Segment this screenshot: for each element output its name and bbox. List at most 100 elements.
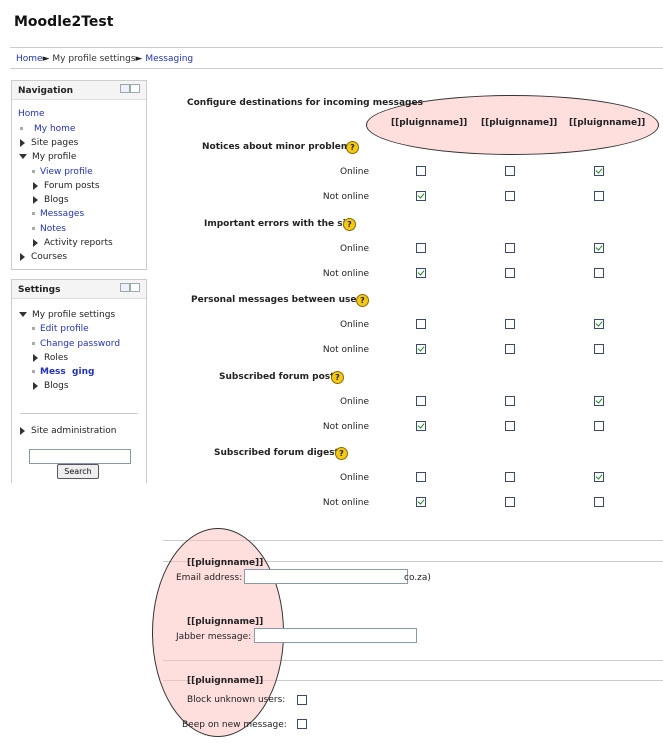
online-label: Online [339,167,369,177]
online-checkbox[interactable] [594,472,604,482]
offline-checkbox[interactable] [505,421,515,431]
nav-forum-posts-label: Forum posts [44,181,100,191]
offline-checkbox[interactable] [416,421,426,431]
dock-icon[interactable] [120,283,130,292]
nav-blogs[interactable]: Blogs [33,195,69,205]
bullet-icon [20,127,23,130]
settings-change-password[interactable]: Change password [32,339,120,349]
online-checkbox[interactable] [505,243,515,253]
offline-checkbox[interactable] [505,344,515,354]
email-address-input[interactable] [244,569,408,584]
email-plugin-title: [[pluignname]] [187,558,264,568]
expand-arrow-icon [33,353,38,362]
collapse-icon[interactable] [130,283,140,292]
email-address-label: Email address: [176,573,243,583]
breadcrumb-home[interactable]: Home [16,54,43,64]
collapse-icon[interactable] [130,84,140,93]
offline-checkbox[interactable] [416,344,426,354]
help-icon[interactable]: ? [343,218,356,231]
help-icon[interactable]: ? [335,447,348,460]
jabber-message-input[interactable] [254,628,417,643]
bullet-icon [32,342,35,345]
nav-notes[interactable]: Notes [32,224,66,234]
offline-checkbox[interactable] [416,191,426,201]
navigation-block-header: Navigation [12,81,146,100]
expand-arrow-icon [33,238,38,247]
offline-checkbox[interactable] [594,344,604,354]
not-online-label: Not online [322,422,369,432]
settings-my-profile-settings[interactable]: My profile settings [19,310,115,320]
offline-checkbox[interactable] [505,497,515,507]
offline-checkbox[interactable] [416,268,426,278]
online-checkbox[interactable] [416,243,426,253]
online-checkbox[interactable] [416,396,426,406]
plugin-column-header-1: [[pluignname]] [391,118,468,128]
online-checkbox[interactable] [594,319,604,329]
online-label: Online [339,244,369,254]
nav-activity-reports-label: Activity reports [44,238,113,248]
online-checkbox[interactable] [416,472,426,482]
nav-courses[interactable]: Courses [20,252,67,262]
search-button[interactable]: Search [57,464,99,479]
offline-checkbox[interactable] [505,191,515,201]
offline-checkbox[interactable] [416,497,426,507]
block-unknown-checkbox[interactable] [297,695,307,705]
bullet-icon [32,327,35,330]
site-title: Moodle2Test [14,14,114,30]
settings-edit-profile[interactable]: Edit profile [32,324,89,334]
help-icon[interactable]: ? [356,294,369,307]
bullet-icon [32,170,35,173]
section-divider [163,660,663,661]
beep-checkbox[interactable] [297,719,307,729]
settings-blogs-label: Blogs [44,381,69,391]
nav-my-home[interactable]: My home [20,124,75,134]
breadcrumb-settings[interactable]: My profile settings [52,54,136,64]
offline-checkbox[interactable] [594,268,604,278]
group-title: Important errors with the site [204,219,357,229]
expand-arrow-icon [20,426,25,435]
search-input[interactable] [29,449,131,464]
settings-messaging[interactable]: Mess ging [32,367,94,377]
group-title: Subscribed forum digests [214,448,345,458]
online-checkbox[interactable] [594,243,604,253]
online-checkbox[interactable] [594,396,604,406]
offline-checkbox[interactable] [594,421,604,431]
collapse-arrow-icon [19,312,27,317]
online-checkbox[interactable] [505,166,515,176]
breadcrumb-current[interactable]: Messaging [145,54,194,64]
highlight-ellipse-plugins [366,95,659,155]
online-checkbox[interactable] [416,166,426,176]
online-checkbox[interactable] [505,396,515,406]
dock-icon[interactable] [120,84,130,93]
not-online-label: Not online [322,498,369,508]
nav-site-pages[interactable]: Site pages [20,138,78,148]
settings-site-administration[interactable]: Site administration [20,426,117,436]
online-checkbox[interactable] [505,472,515,482]
nav-messages[interactable]: Messages [32,209,84,219]
online-checkbox[interactable] [505,319,515,329]
expand-arrow-icon [20,138,25,147]
nav-home[interactable]: Home [18,109,45,119]
settings-blogs[interactable]: Blogs [33,381,69,391]
section-divider [163,680,663,681]
offline-checkbox[interactable] [505,268,515,278]
offline-checkbox[interactable] [594,497,604,507]
nav-view-profile[interactable]: View profile [32,167,93,177]
bullet-icon [32,227,35,230]
settings-block-header: Settings [12,280,146,299]
nav-my-profile[interactable]: My profile [19,152,76,162]
online-checkbox[interactable] [416,319,426,329]
online-checkbox[interactable] [594,166,604,176]
section-divider [163,540,663,541]
email-address-suffix: co.za) [404,573,431,583]
help-icon[interactable]: ? [346,141,359,154]
nav-activity-reports[interactable]: Activity reports [33,238,113,248]
settings-change-password-label: Change password [40,339,121,349]
plugin-column-header-2: [[pluignname]] [481,118,558,128]
online-label: Online [339,473,369,483]
help-icon[interactable]: ? [331,371,344,384]
nav-forum-posts[interactable]: Forum posts [33,181,100,191]
offline-checkbox[interactable] [594,191,604,201]
settings-roles[interactable]: Roles [33,353,68,363]
not-online-label: Not online [322,345,369,355]
